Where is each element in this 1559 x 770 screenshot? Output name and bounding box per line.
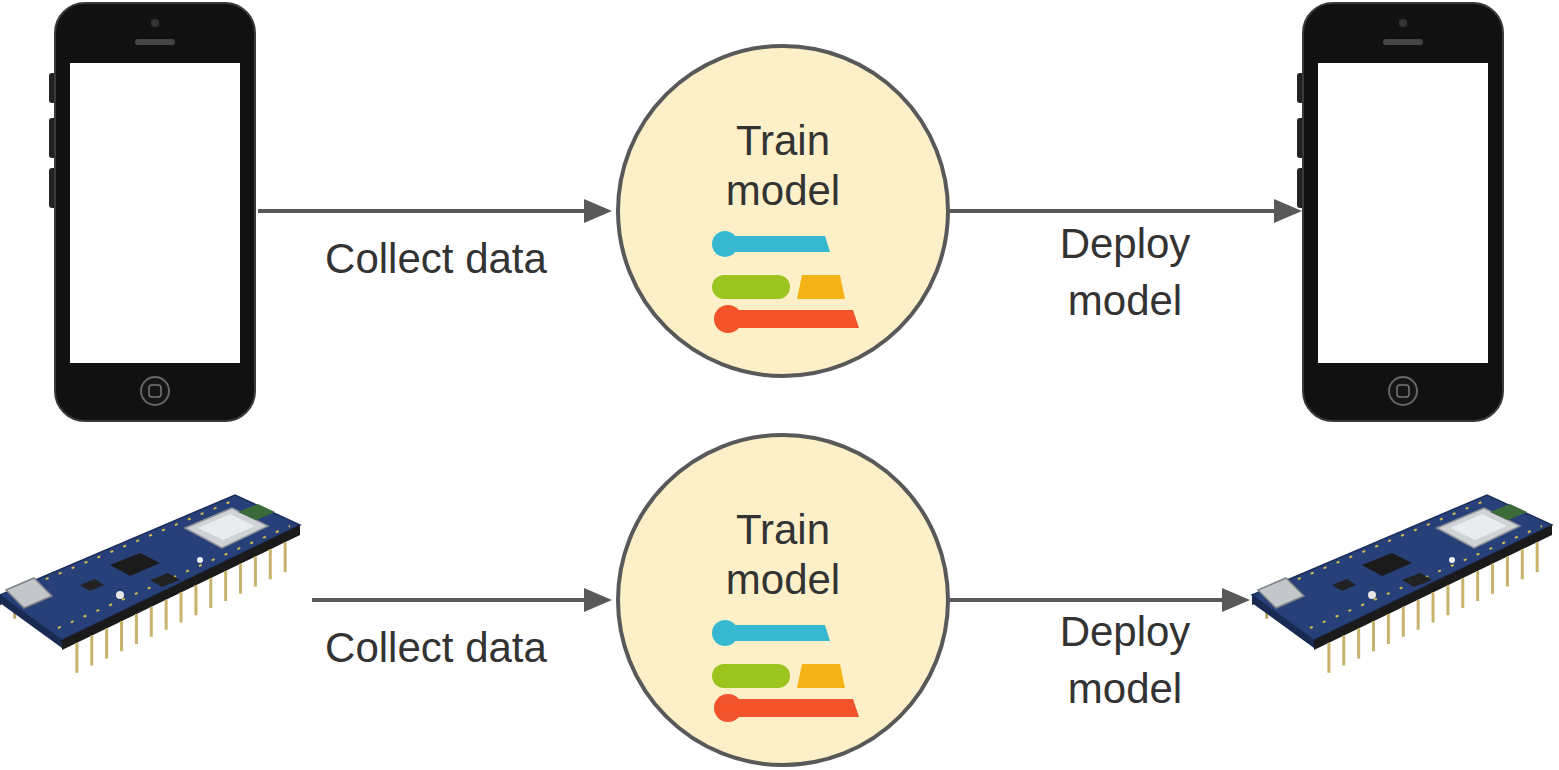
arrow-line	[312, 598, 588, 602]
process-circle: Train model	[616, 44, 950, 378]
arrow-line	[950, 209, 1278, 213]
phone-image	[1297, 3, 1503, 421]
node-text-group: Train model	[616, 116, 950, 216]
circle-shape	[618, 46, 948, 376]
node-title: Train model	[698, 116, 868, 216]
arduino-board-image	[0, 495, 300, 673]
arrow-label: Collect data	[325, 230, 547, 287]
phone-image	[49, 3, 255, 421]
arrow-label: Deploy model	[1035, 215, 1215, 329]
arrow-line	[258, 209, 588, 213]
arrow-label: Collect data	[325, 619, 547, 676]
arrow-head	[584, 588, 612, 612]
node-text-group: Train model	[616, 505, 950, 605]
process-circle: Train model	[616, 433, 950, 767]
arrow-head	[1222, 588, 1250, 612]
arrow-head	[1274, 199, 1302, 223]
arrow-label: Deploy model	[1035, 603, 1215, 717]
arduino-board-image	[1252, 495, 1552, 673]
node-title: Train model	[698, 505, 868, 605]
arrow-line	[950, 598, 1226, 602]
arrow-head	[584, 199, 612, 223]
circle-shape	[618, 435, 948, 765]
